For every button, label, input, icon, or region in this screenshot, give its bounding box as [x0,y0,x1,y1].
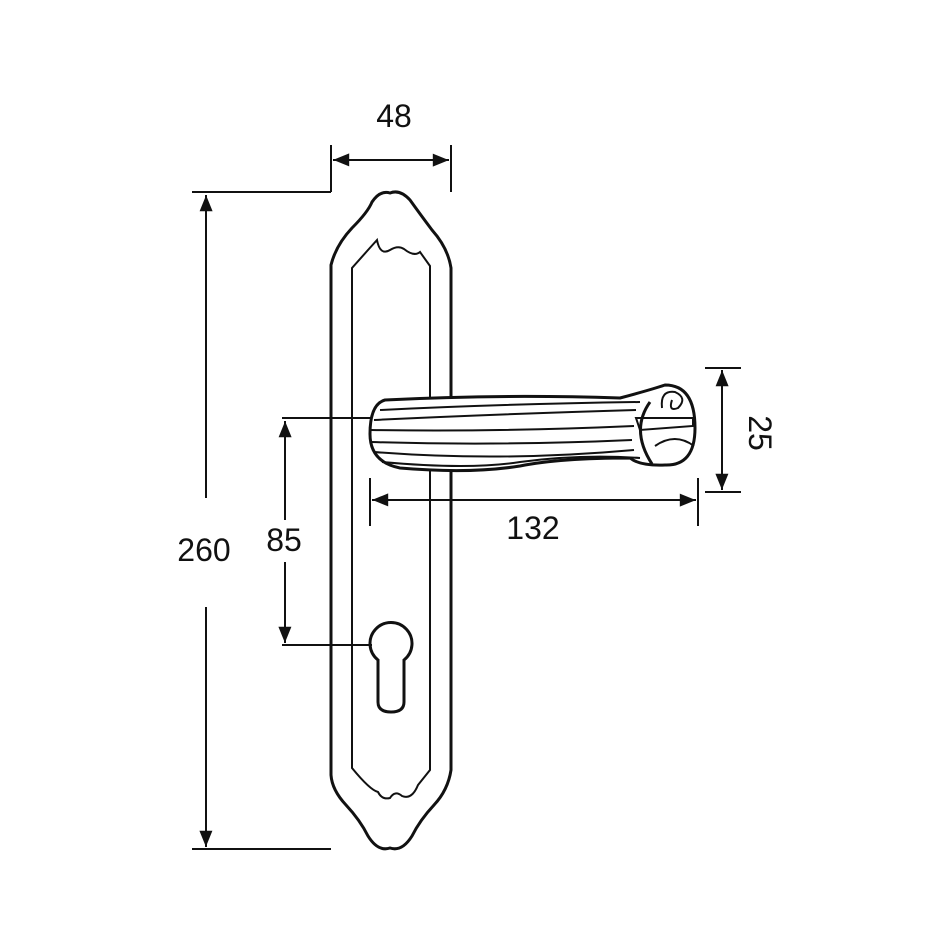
dimension-label-handle-length: 132 [506,510,559,546]
dimension-label-plate-width: 48 [376,98,412,134]
dimension-label-handle-diameter: 25 [742,415,778,451]
dimension-handle-diameter [705,367,741,493]
backplate [329,190,453,851]
dimension-handle-to-keyhole [278,417,372,646]
dimension-handle-length [369,478,699,526]
dimension-plate-height [192,191,331,850]
dimension-plate-width [330,145,452,192]
keyhole [368,621,414,714]
dimension-label-plate-height: 260 [177,532,230,568]
lever-handle [368,383,697,473]
dimension-label-handle-to-keyhole: 85 [266,522,302,558]
